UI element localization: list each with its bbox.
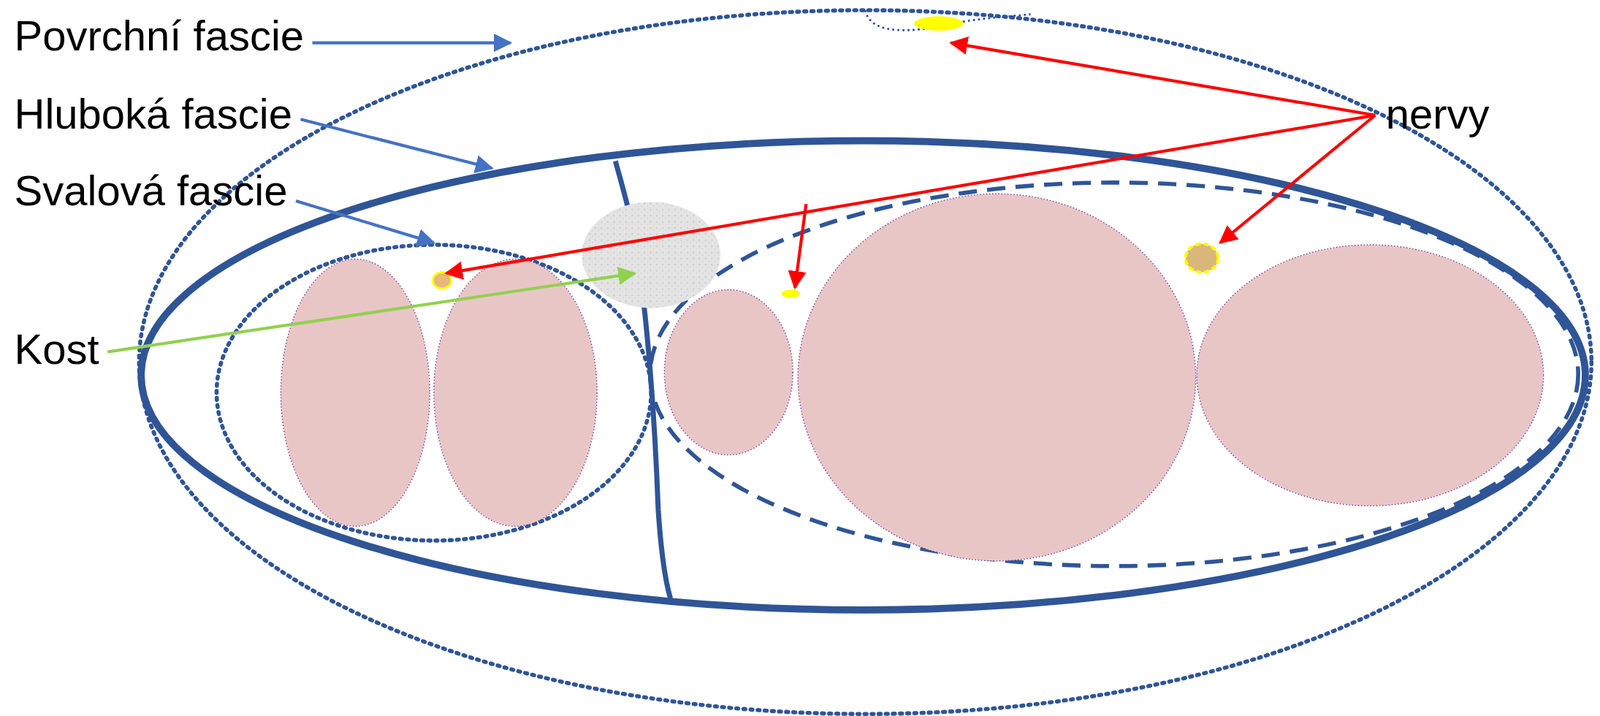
leader-arrow: [300, 119, 492, 169]
deep-fascia: [141, 141, 1586, 611]
leader-arrow: [951, 43, 1376, 116]
nerve: [781, 289, 800, 298]
leader-arrow: [1220, 115, 1375, 244]
nerve: [1185, 244, 1219, 273]
muscle: [664, 289, 793, 455]
muscle-fascia: [650, 182, 1579, 567]
leader-arrow: [794, 203, 806, 288]
bone: [581, 201, 721, 308]
part-label: Kost: [14, 325, 100, 373]
part-label: Svalová fascie: [14, 167, 288, 215]
leader-arrow: [107, 273, 635, 352]
muscle: [1196, 244, 1544, 506]
leader-arrow: [312, 41, 511, 45]
muscle: [797, 193, 1196, 562]
part-label: Povrchní fascie: [14, 12, 305, 60]
muscle: [280, 259, 430, 527]
nerve-sheath: [865, 10, 1031, 30]
leader-arrow: [446, 115, 1376, 274]
muscle-fascia: [216, 244, 651, 541]
leader-arrow: [295, 200, 434, 243]
superficial-nerve: [913, 16, 963, 31]
nerve: [432, 272, 451, 289]
part-label: nervy: [1385, 91, 1490, 139]
superficial-fascia: [138, 10, 1592, 714]
part-label: Hluboká fascie: [14, 91, 293, 139]
